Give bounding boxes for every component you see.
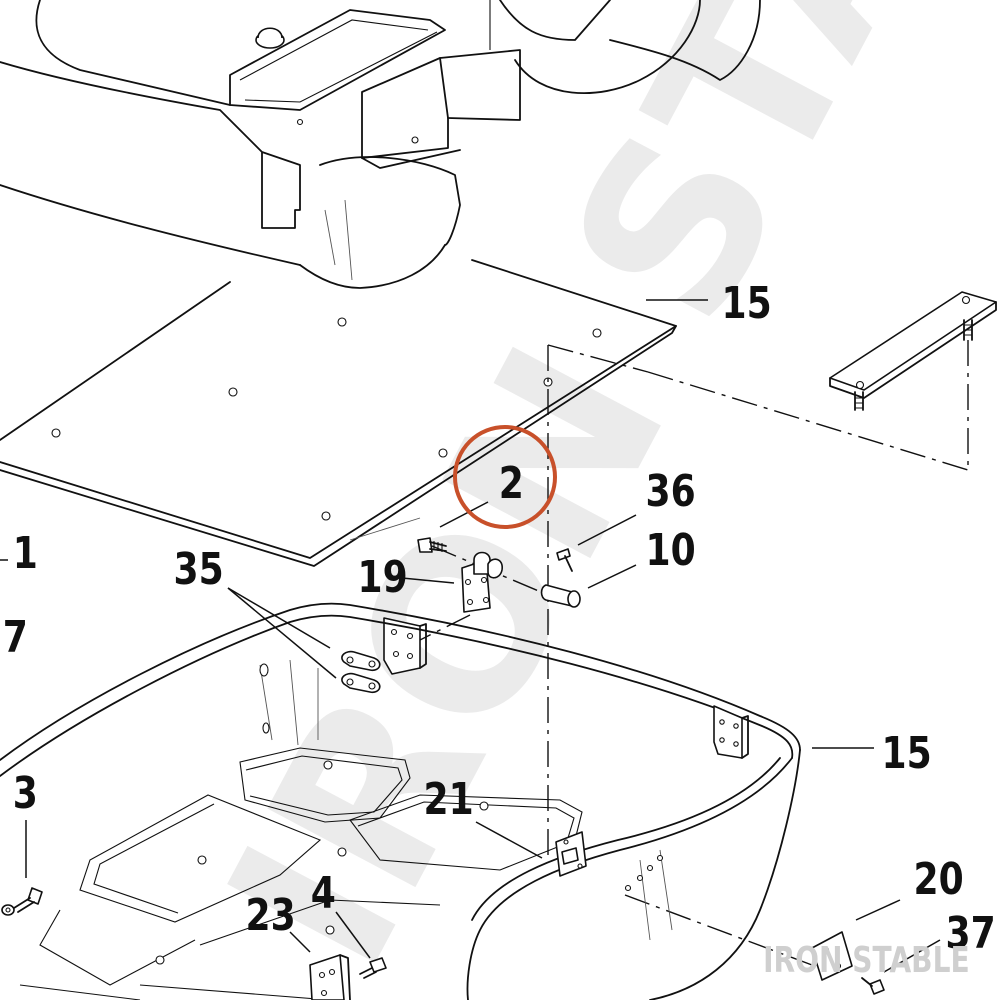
callout-19: 19 [358, 553, 408, 603]
callout-15-top: 15 [722, 279, 772, 329]
leader-lines [0, 299, 941, 973]
callout-7: 7 [3, 613, 28, 663]
hinge-hardware [341, 537, 581, 694]
watermark: IRON STABLE [178, 0, 1000, 1000]
callout-2: 2 [499, 459, 524, 509]
callout-1: 1 [13, 529, 38, 579]
callout-36: 36 [646, 467, 696, 517]
lid-assembly [0, 0, 761, 289]
callouts: 15 2 36 10 19 35 1 7 15 3 21 20 4 23 37 [3, 279, 996, 959]
callout-37: 37 [946, 909, 996, 959]
callout-10: 10 [646, 526, 696, 576]
mounting-plate [829, 291, 997, 411]
callout-3: 3 [13, 769, 38, 819]
callout-35: 35 [174, 545, 224, 595]
callout-15-bottom: 15 [882, 729, 932, 779]
callout-4: 4 [311, 869, 336, 919]
bag-box [0, 602, 885, 1000]
callout-23: 23 [246, 891, 296, 941]
brand-logo: IRON STABLE [763, 939, 970, 981]
highlight-circle [453, 425, 557, 529]
callout-20: 20 [914, 855, 964, 905]
callout-21: 21 [424, 775, 474, 825]
watermark-text: IRON STABLE [178, 0, 1000, 1000]
